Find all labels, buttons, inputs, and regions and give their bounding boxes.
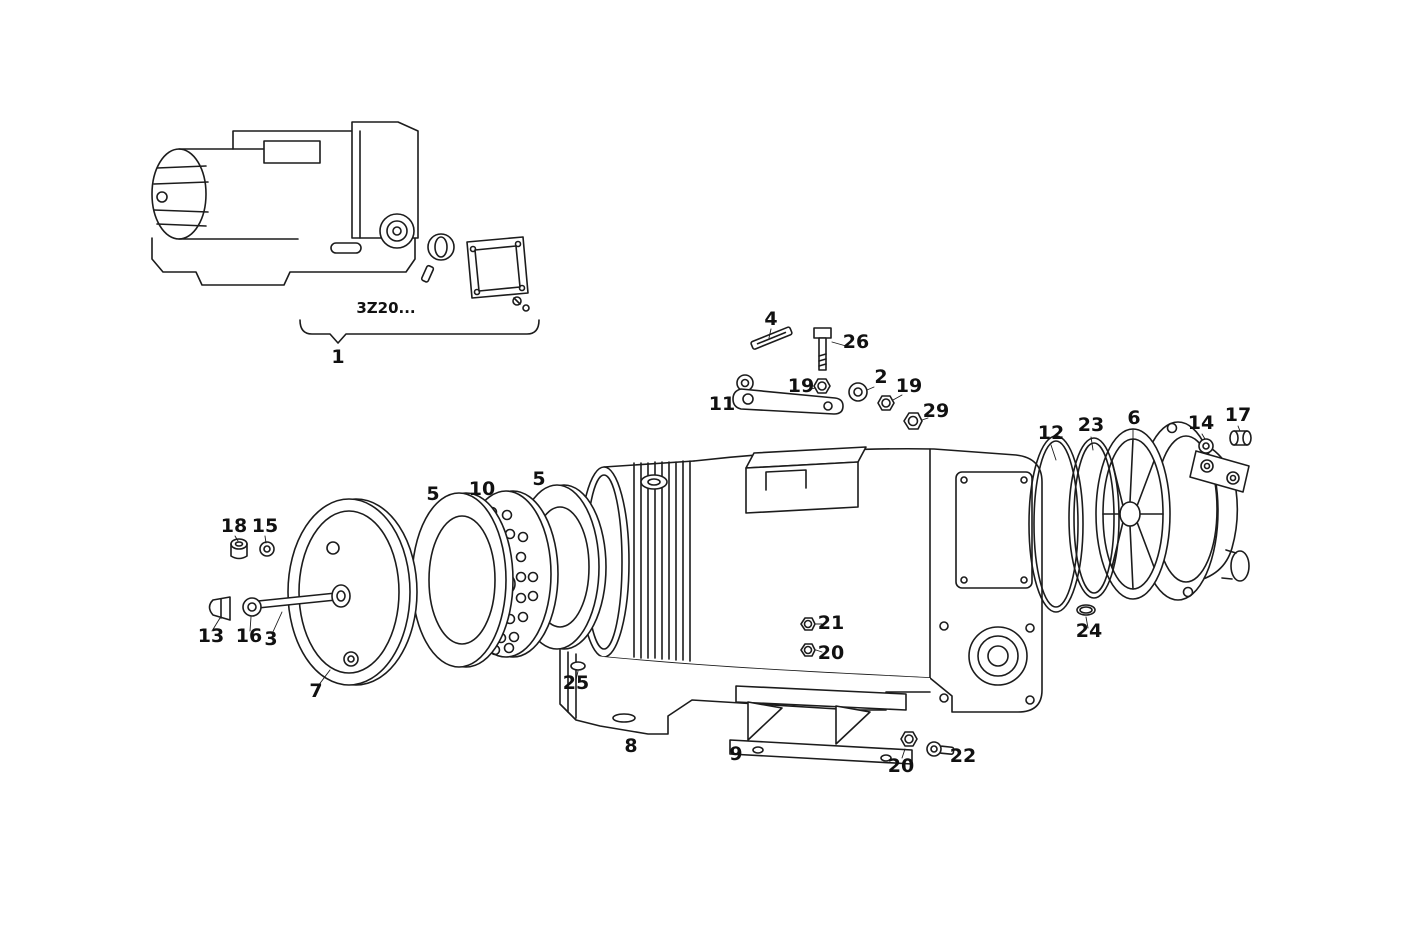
callout-23: 23 [1078,414,1104,436]
callout-19-b: 19 [896,375,922,397]
variant-code-label: 3Z20... [356,299,415,317]
callout-26: 26 [843,331,869,353]
callout-18: 18 [221,515,247,537]
part-21-nut [800,617,816,631]
part-12-o-ring [1028,435,1084,613]
callout-labels: 1 2 3 4 5 5 6 7 8 9 10 11 12 13 14 15 16… [198,299,1251,777]
part-23-ring [1068,437,1120,599]
callout-20-b: 20 [888,755,914,777]
callout-17: 17 [1225,404,1251,426]
part-18-screw [230,538,248,560]
part-16-washer [242,597,262,617]
callout-5-b: 5 [532,468,545,490]
callout-7: 7 [309,680,322,702]
part-20-nut-a [800,643,816,657]
part-11-strap [732,374,844,415]
inset-assembled-generator [151,121,540,344]
callout-13: 13 [198,625,224,647]
callout-12: 12 [1038,422,1064,444]
callout-10: 10 [469,478,495,500]
callout-5-a: 5 [426,483,439,505]
callout-3: 3 [264,628,277,650]
part-15-washer [259,541,275,557]
part-4-stud [750,326,793,350]
part-7-end-shield [287,498,418,686]
callout-14: 14 [1188,412,1214,434]
leader-lines [211,328,1241,759]
part-13-plug [208,596,231,621]
part-29-nut [903,412,923,430]
generator-main-body [578,446,1043,713]
part-24-o-ring [1076,604,1096,616]
part-14-washer [1198,438,1214,454]
part-2-washer [848,382,868,402]
callout-6: 6 [1127,407,1140,429]
callout-25: 25 [563,672,589,694]
callout-2: 2 [874,366,887,388]
part-20-nut-b [900,731,918,747]
part-19-nut-b [877,395,895,411]
callout-21: 21 [818,612,844,634]
callout-11: 11 [709,393,735,415]
part-22-screw [926,741,955,757]
callout-24: 24 [1076,620,1102,642]
part-5-ring-a [411,492,514,668]
callout-1: 1 [331,346,344,368]
part-9-mounting-bracket [729,685,913,765]
callout-4: 4 [764,308,777,330]
part-26-bolt [813,327,832,371]
part-25-plug [570,661,586,671]
callout-15: 15 [252,515,278,537]
callout-22: 22 [950,745,976,767]
callout-9: 9 [729,743,742,765]
callout-16: 16 [236,625,262,647]
callout-20-a: 20 [818,642,844,664]
callout-29: 29 [923,400,949,422]
callout-8: 8 [624,735,637,757]
callout-19-a: 19 [788,375,814,397]
part-17-plug [1229,430,1252,446]
part-19-nut-a [813,378,831,394]
